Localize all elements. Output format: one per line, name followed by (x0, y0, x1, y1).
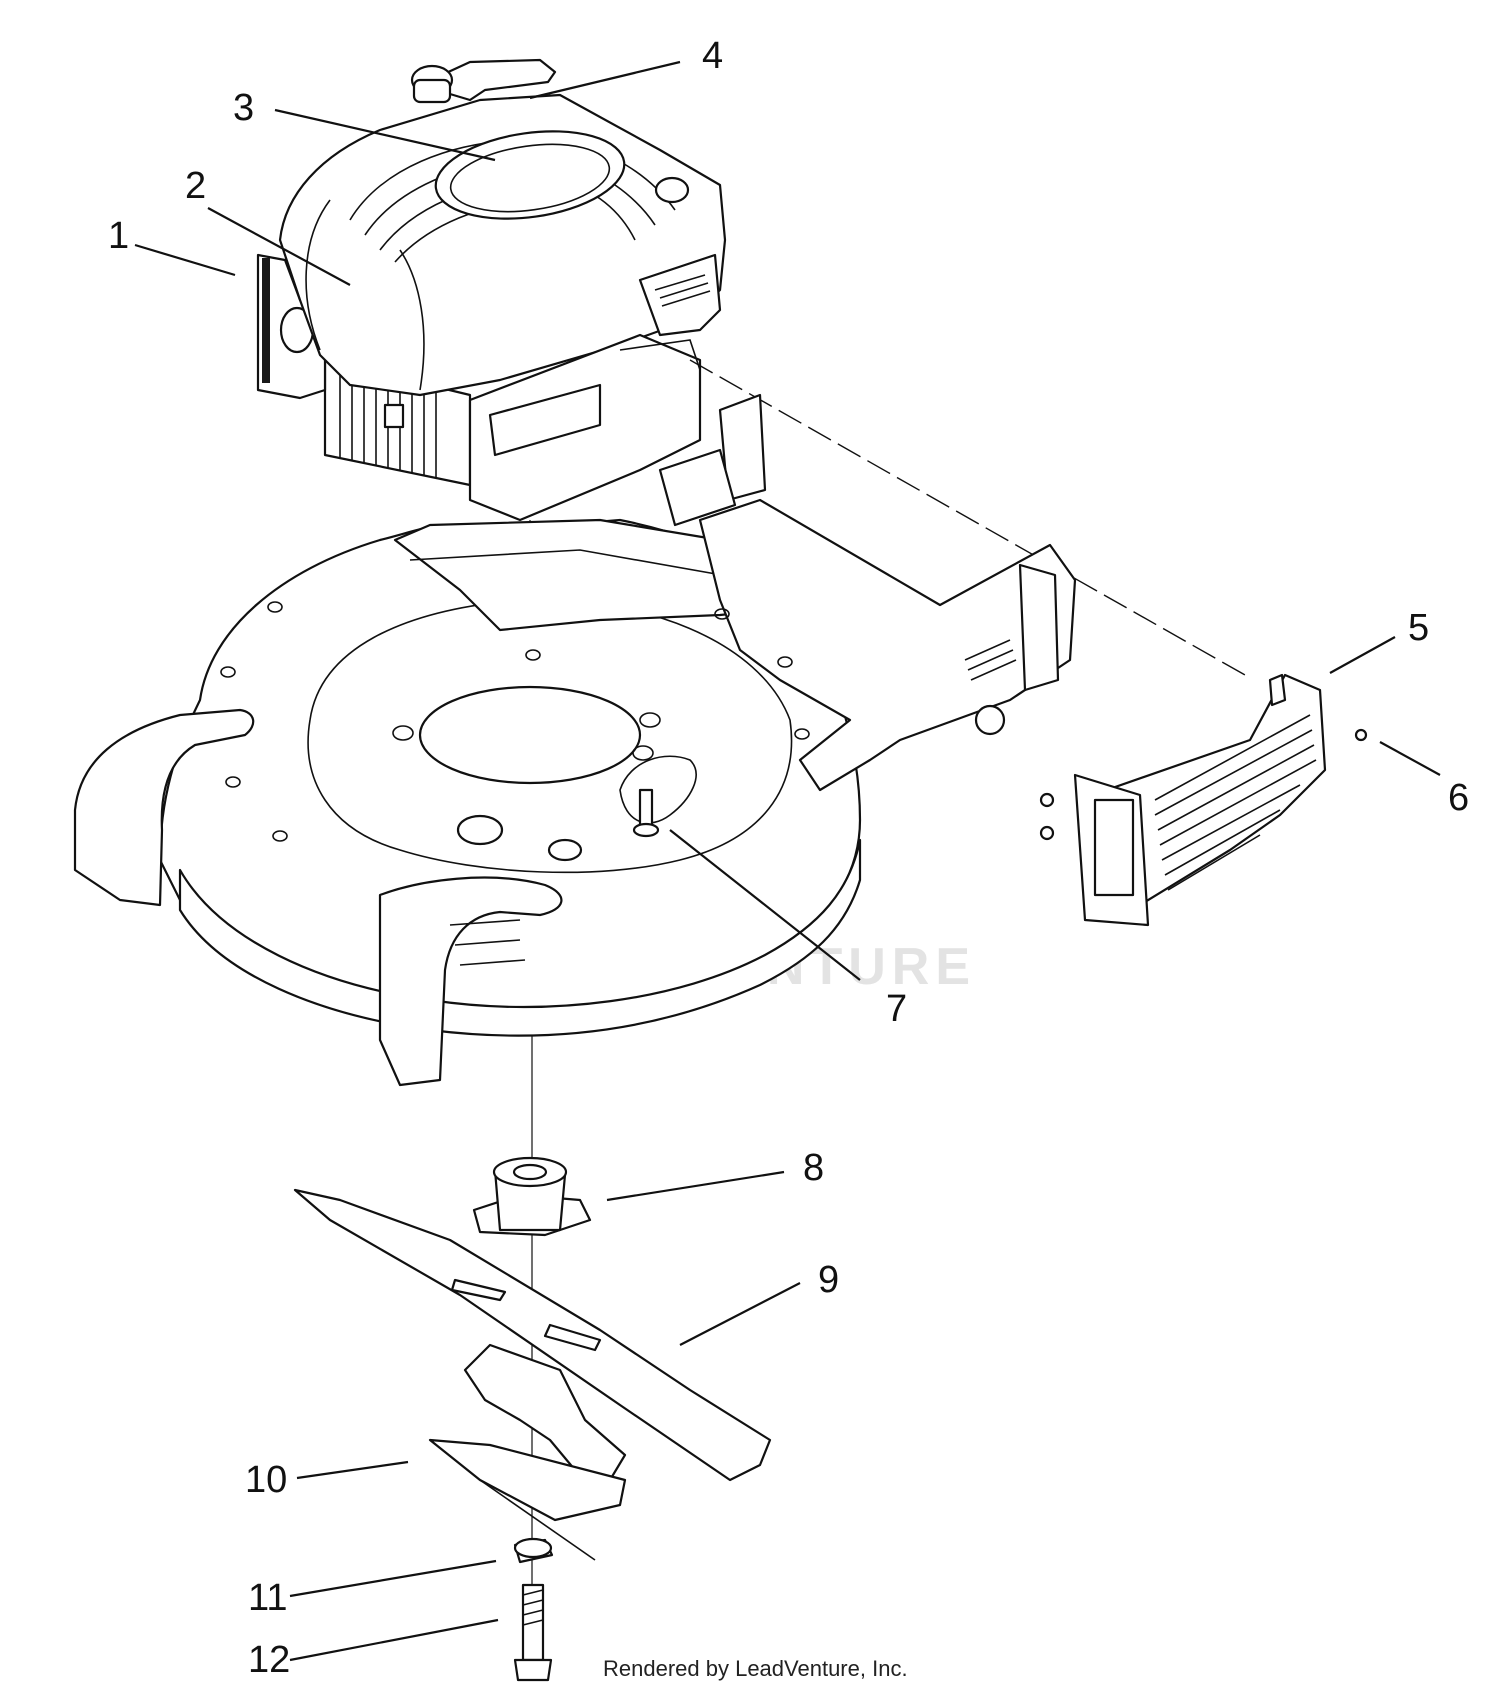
callout-10: 10 (245, 1459, 287, 1501)
callout-12: 12 (248, 1639, 290, 1681)
part-9-blade (293, 1188, 772, 1482)
rendered-by-credit: Rendered by LeadVenture, Inc. (603, 1656, 908, 1681)
callout-2: 2 (185, 165, 206, 207)
callout-9: 9 (818, 1259, 839, 1301)
callout-3: 3 (233, 87, 254, 129)
callout-1: 1 (108, 215, 129, 257)
part-6-screws (1039, 728, 1368, 841)
callout-11: 11 (248, 1577, 287, 1619)
engine-assembly (256, 58, 727, 522)
part-12-bolt (513, 1583, 553, 1682)
callout-leaders (134, 60, 1441, 1662)
callout-5: 5 (1408, 607, 1429, 649)
part-11-washer (513, 1537, 554, 1564)
mower-deck (73, 393, 1077, 1087)
part-8-blade-adapter (472, 1156, 592, 1237)
callout-4: 4 (702, 35, 723, 77)
callout-8: 8 (803, 1147, 824, 1189)
part-5-baffle-bracket (1073, 673, 1327, 927)
part-10-mulching-plate (428, 1343, 627, 1561)
part-7-bolt (632, 788, 660, 838)
callout-7: 7 (886, 988, 907, 1030)
engine-bracket-dashed-line (689, 359, 1246, 676)
callout-6: 6 (1448, 777, 1469, 819)
